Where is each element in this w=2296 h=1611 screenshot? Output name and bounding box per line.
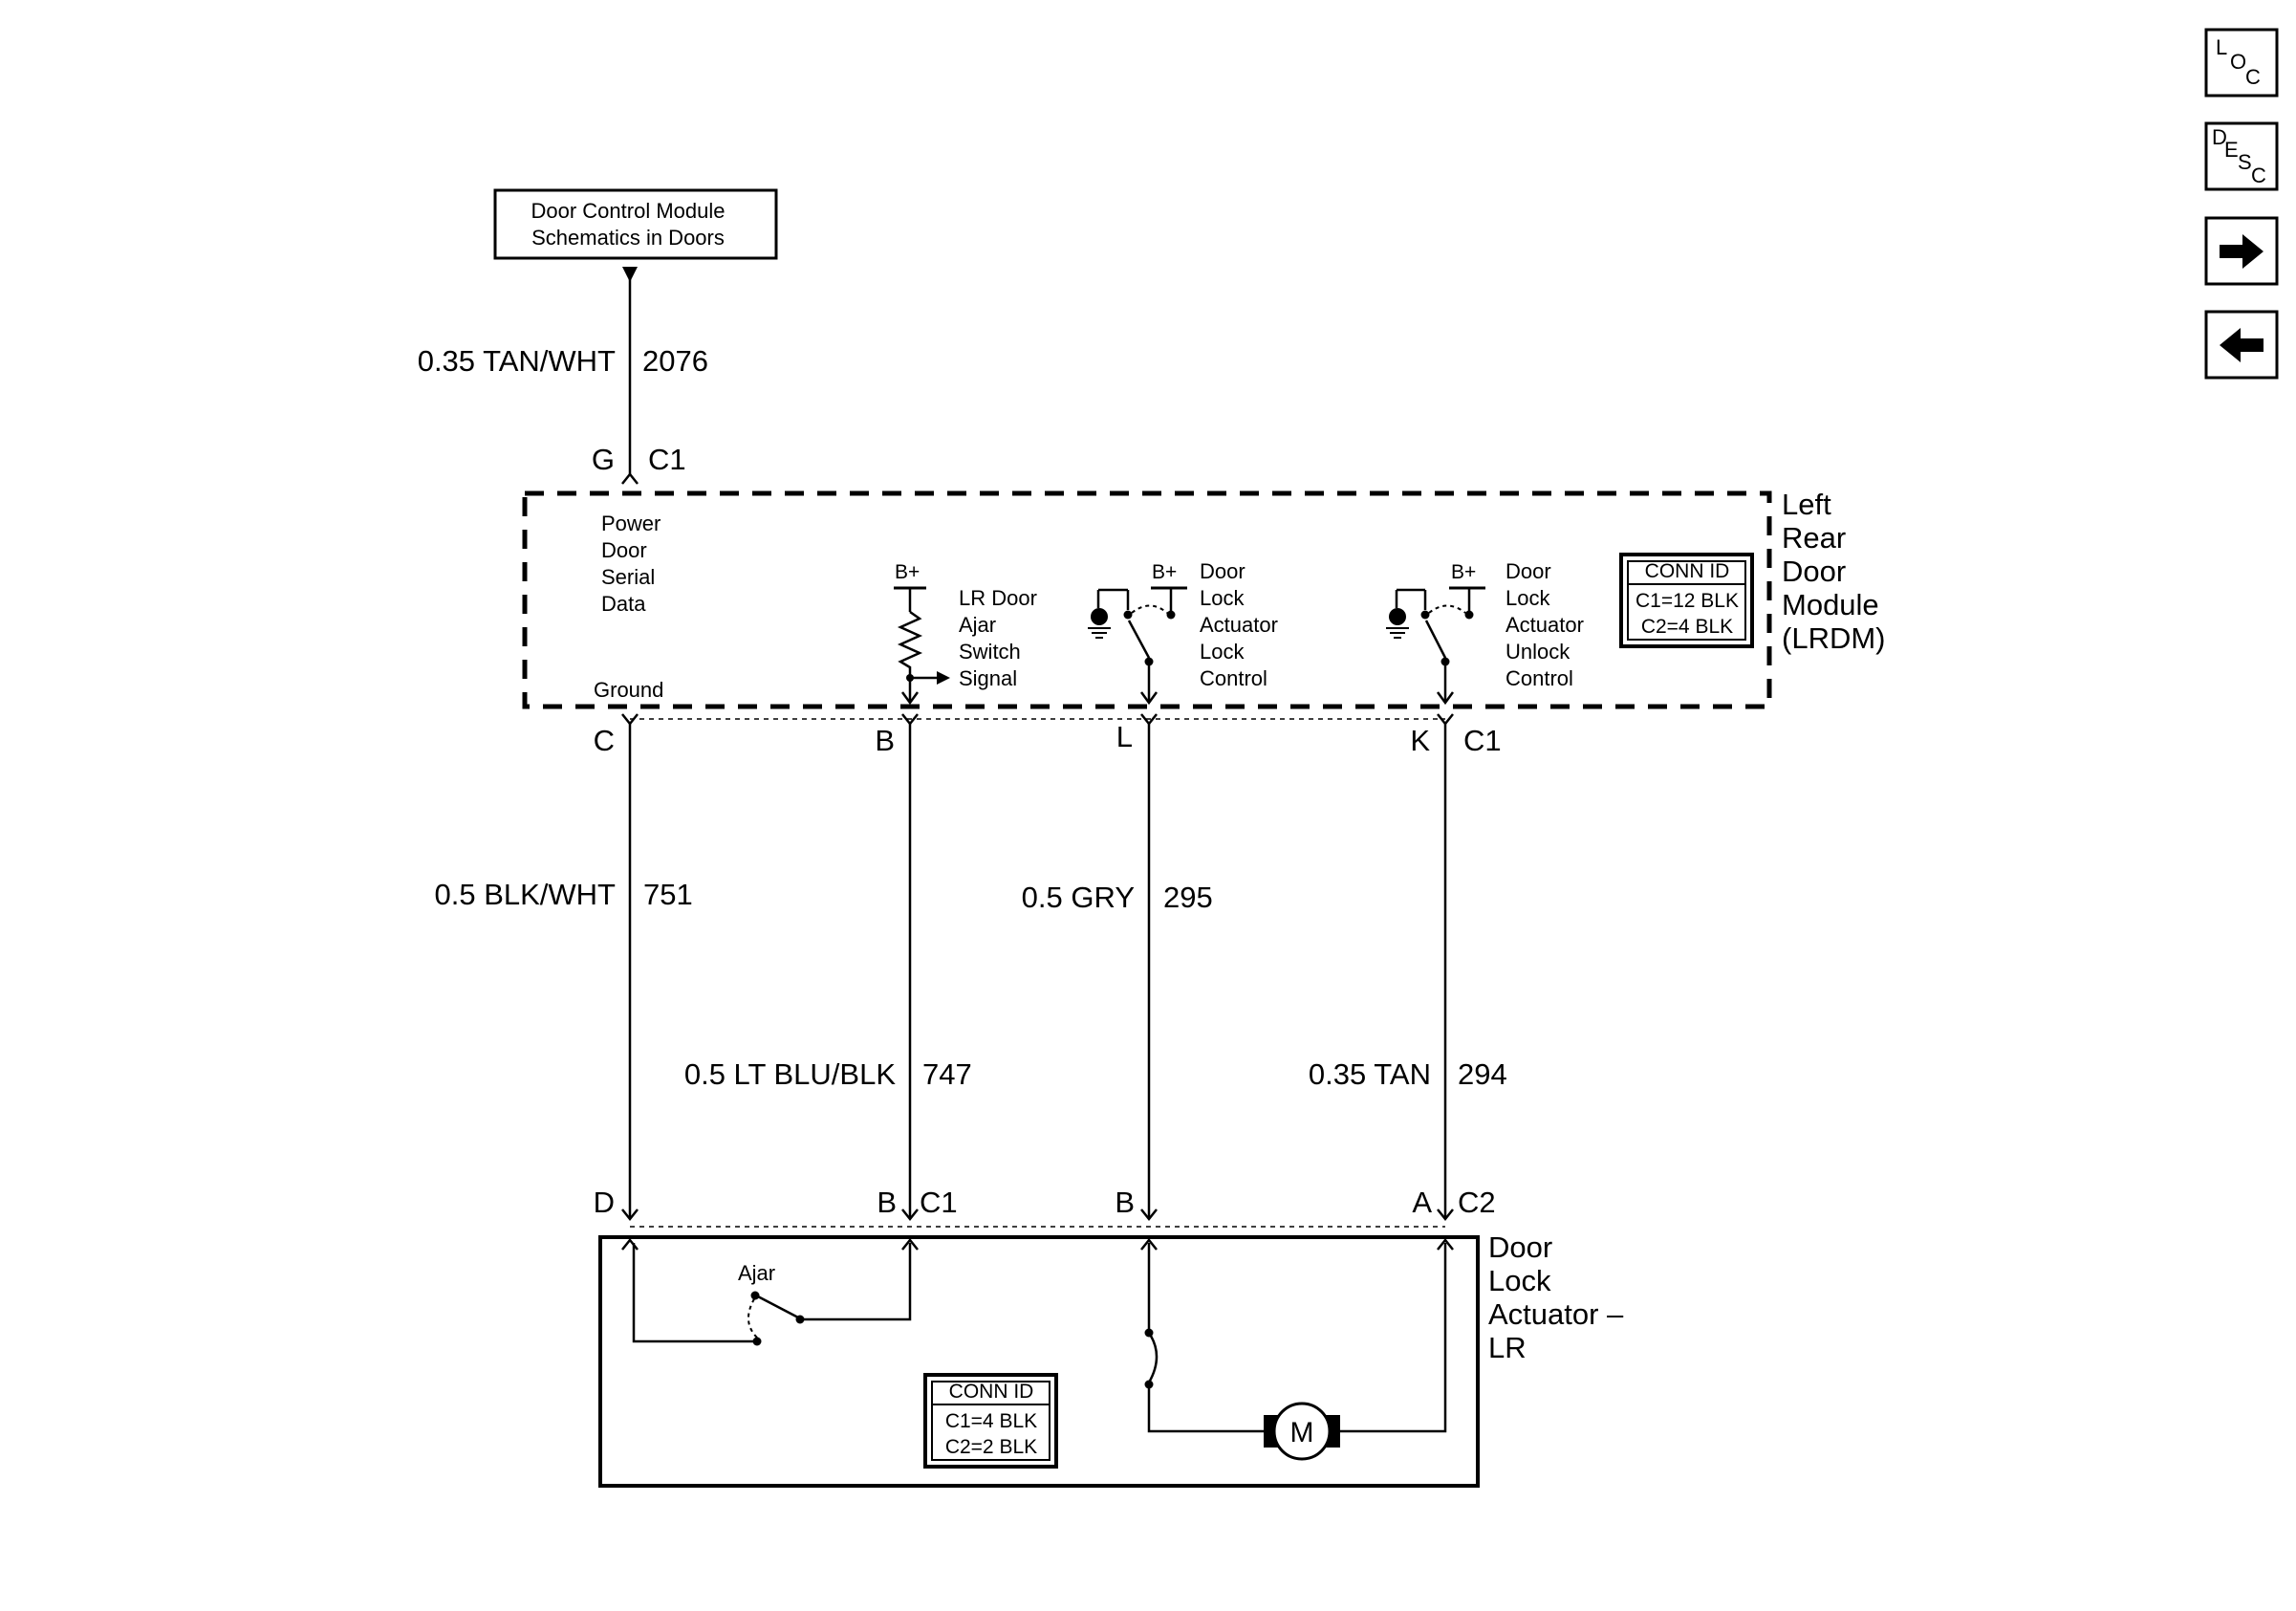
ground-label: Ground	[594, 678, 663, 702]
ajar-switch-icon	[747, 1296, 758, 1339]
motor-icon: M	[1264, 1402, 1340, 1461]
connector-c1-lrdm: C1	[1463, 724, 1502, 757]
pin-l: L	[1116, 720, 1133, 753]
serial-label-1: Power	[601, 512, 661, 535]
svg-text:S: S	[2238, 150, 2252, 174]
actuator-title-1: Door	[1488, 1230, 1552, 1264]
svg-text:CONN ID: CONN ID	[949, 1381, 1034, 1403]
wire-2076-circuit: 2076	[642, 344, 708, 378]
desc-button[interactable]: D E S C	[2204, 121, 2279, 191]
serial-label-3: Serial	[601, 565, 655, 589]
connector-c1-top: C1	[648, 443, 686, 476]
lock-label-4: Lock	[1200, 640, 1245, 664]
connector-c2-actuator: C2	[1458, 1186, 1496, 1219]
actuator-title-4: LR	[1488, 1331, 1527, 1364]
svg-text:D: D	[2212, 125, 2227, 149]
unlock-label-1: Door	[1505, 559, 1551, 583]
lock-label-1: Door	[1200, 559, 1245, 583]
wire-751-gauge: 0.5 BLK/WHT	[435, 878, 617, 911]
lrdm-title-5: (LRDM)	[1782, 621, 1886, 655]
pin-d: D	[594, 1186, 615, 1219]
pin-b-lrdm: B	[875, 724, 895, 757]
actuator-title-2: Lock	[1488, 1264, 1551, 1297]
ground-icon	[1386, 588, 1425, 639]
wire-294-circuit: 294	[1458, 1057, 1507, 1091]
reference-arrow-icon	[622, 267, 638, 282]
lrdm-title-3: Door	[1782, 555, 1846, 588]
motor-label: M	[1290, 1417, 1314, 1448]
ground-icon	[1088, 588, 1128, 639]
svg-text:C: C	[2245, 65, 2261, 89]
pin-c: C	[594, 724, 615, 757]
door-lock-actuator: Door Lock Actuator – LR Ajar M	[598, 1230, 1624, 1488]
lock-label-3: Actuator	[1200, 613, 1278, 637]
connector-c1-actuator: C1	[920, 1186, 958, 1219]
svg-text:C: C	[2251, 163, 2266, 187]
arrow-left-icon	[2220, 328, 2264, 362]
bplus-unlock: B+	[1451, 561, 1476, 583]
reference-box-line1: Door Control Module	[531, 199, 726, 223]
wire-295-circuit: 295	[1163, 881, 1213, 914]
actuator-title-3: Actuator –	[1488, 1297, 1624, 1331]
svg-text:C2=4 BLK: C2=4 BLK	[1641, 616, 1733, 638]
forward-button[interactable]	[2204, 216, 2279, 286]
wire-2076-gauge: 0.35 TAN/WHT	[418, 344, 616, 378]
pin-g: G	[592, 443, 615, 476]
pin-b-c1: B	[877, 1186, 897, 1219]
back-button[interactable]	[2204, 310, 2279, 380]
lrdm-module: Left Rear Door Module (LRDM) Power Door …	[522, 488, 1886, 720]
ajar-label-4: Signal	[959, 666, 1017, 690]
unlock-label-2: Lock	[1505, 586, 1550, 610]
ajar-label-1: LR Door	[959, 586, 1037, 610]
svg-text:L: L	[2216, 35, 2227, 59]
svg-text:C1=4 BLK: C1=4 BLK	[945, 1410, 1037, 1432]
reference-box[interactable]: Door Control Module Schematics in Doors	[493, 188, 778, 260]
lock-label-5: Control	[1200, 666, 1267, 690]
svg-text:CONN ID: CONN ID	[1645, 560, 1730, 582]
serial-label-4: Data	[601, 592, 646, 616]
svg-text:C1=12 BLK: C1=12 BLK	[1635, 590, 1739, 612]
bplus-lock: B+	[1152, 561, 1177, 583]
serial-label-2: Door	[601, 538, 647, 562]
actuator-ajar-label: Ajar	[738, 1261, 775, 1285]
unlock-label-4: Unlock	[1505, 640, 1570, 664]
svg-text:O: O	[2230, 50, 2246, 74]
resistor-icon	[897, 610, 923, 701]
pin-a: A	[1412, 1186, 1432, 1219]
wire-747-circuit: 747	[922, 1057, 972, 1091]
svg-text:E: E	[2224, 138, 2239, 162]
wire-295-gauge: 0.5 GRY	[1022, 881, 1135, 914]
wire-751-circuit: 751	[643, 878, 693, 911]
wire-747-gauge: 0.5 LT BLU/BLK	[684, 1057, 896, 1091]
loc-button[interactable]: L O C	[2204, 28, 2279, 98]
ajar-label-3: Switch	[959, 640, 1021, 664]
pin-k: K	[1410, 724, 1430, 757]
wire-294-gauge: 0.35 TAN	[1309, 1057, 1431, 1091]
unlock-label-5: Control	[1505, 666, 1573, 690]
bplus-ajar: B+	[895, 561, 920, 583]
ajar-label-2: Ajar	[959, 613, 996, 637]
unlock-label-3: Actuator	[1505, 613, 1584, 637]
svg-text:C2=2 BLK: C2=2 BLK	[945, 1436, 1037, 1458]
arrow-right-icon	[2220, 234, 2264, 269]
lrdm-conn-id-box: CONN ID C1=12 BLK C2=4 BLK	[1619, 553, 1754, 648]
lrdm-title-2: Rear	[1782, 521, 1846, 555]
lrdm-title-4: Module	[1782, 588, 1879, 621]
actuator-conn-id-box: CONN ID C1=4 BLK C2=2 BLK	[923, 1373, 1058, 1469]
signal-arrow-icon	[937, 671, 950, 685]
lock-label-2: Lock	[1200, 586, 1245, 610]
lrdm-title-1: Left	[1782, 488, 1831, 521]
reference-box-line2: Schematics in Doors	[531, 226, 725, 250]
pin-b-c2: B	[1115, 1186, 1135, 1219]
